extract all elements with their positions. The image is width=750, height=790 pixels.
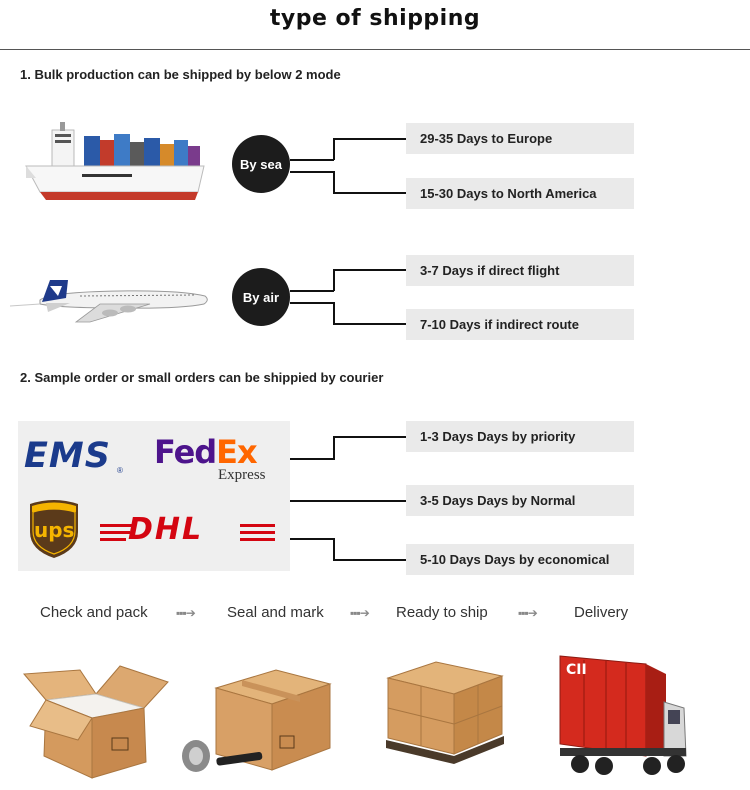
courier-option-normal: 3-5 Days Days by Normal (406, 485, 634, 516)
cargo-ship-image (22, 118, 207, 218)
fedex-logo-fed: Fed (154, 433, 217, 471)
dhl-logo-text: DHL (128, 512, 204, 547)
page-title: type of shipping (269, 6, 481, 31)
ems-registered-mark: ® (117, 466, 123, 475)
container-mark-text: CII (566, 662, 587, 678)
courier-connector-top (333, 436, 406, 460)
sea-option-europe: 29-35 Days to Europe (406, 123, 634, 154)
step-arrow-icon: ▪▪▪➔ (350, 606, 370, 620)
sea-option-north-america: 15-30 Days to North America (406, 178, 634, 209)
ups-logo (28, 498, 80, 565)
pallet-boxes-image (378, 656, 508, 771)
title-divider (0, 49, 750, 50)
by-sea-badge: By sea (232, 135, 290, 193)
sea-connector-stem (290, 159, 334, 161)
open-box-image (16, 660, 176, 785)
sea-connector-stem-lower (290, 171, 334, 173)
courier-connector-bottom-stem (290, 538, 334, 540)
air-connector-stem (290, 290, 334, 292)
container-truck-image (556, 652, 691, 789)
air-connector-lower (333, 302, 406, 325)
sea-connector-upper (333, 138, 406, 160)
airplane-image (9, 276, 215, 331)
courier-connector-middle (290, 500, 406, 502)
step-arrow-icon: ▪▪▪➔ (176, 606, 196, 620)
step-delivery: Delivery (574, 604, 629, 621)
courier-option-priority: 1-3 Days Days by priority (406, 421, 634, 452)
fedex-express-text: Express (218, 467, 266, 483)
step-seal-and-mark: Seal and mark (227, 604, 324, 621)
step-ready-to-ship: Ready to ship (396, 604, 488, 621)
fedex-logo: FedEx (154, 433, 258, 471)
step-check-and-pack: Check and pack (40, 604, 148, 621)
air-option-indirect: 7-10 Days if indirect route (406, 309, 634, 340)
bulk-section-heading: 1. Bulk production can be shipped by bel… (20, 67, 341, 82)
air-option-direct: 3-7 Days if direct flight (406, 255, 634, 286)
courier-option-economical: 5-10 Days Days by economical (406, 544, 634, 575)
courier-section-heading: 2. Sample order or small orders can be s… (20, 370, 384, 385)
sealed-box-image (176, 662, 336, 787)
dhl-logo-stripes (100, 515, 275, 554)
courier-connector-bottom (333, 538, 406, 561)
air-connector-stem-lower (290, 302, 334, 304)
fedex-logo-ex: Ex (216, 433, 257, 471)
courier-connector-top-stem (290, 458, 334, 460)
ems-logo: EMS (24, 436, 111, 476)
step-arrow-icon: ▪▪▪➔ (518, 606, 538, 620)
air-connector-upper (333, 269, 406, 291)
sea-connector-lower (333, 171, 406, 194)
ups-logo-text: ups (34, 518, 75, 542)
by-air-badge: By air (232, 268, 290, 326)
